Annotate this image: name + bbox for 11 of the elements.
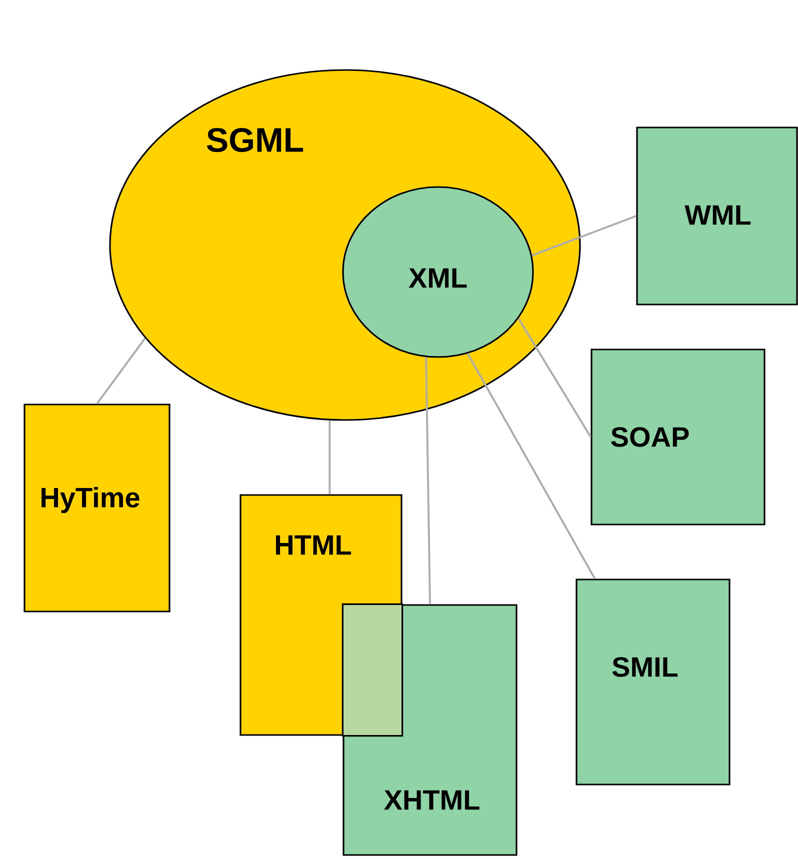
language-box: SMIL — [576, 578, 730, 786]
language-box: HyTime — [24, 404, 170, 612]
connector-line — [466, 353, 596, 580]
circle-region: XML — [342, 186, 534, 358]
connector-line — [96, 338, 146, 404]
language-box: SOAP — [590, 348, 766, 526]
connector-line — [328, 420, 331, 494]
connector-line — [425, 357, 431, 604]
connector-line — [518, 318, 592, 438]
connector-line — [532, 215, 637, 256]
language-box: WML — [636, 126, 798, 306]
